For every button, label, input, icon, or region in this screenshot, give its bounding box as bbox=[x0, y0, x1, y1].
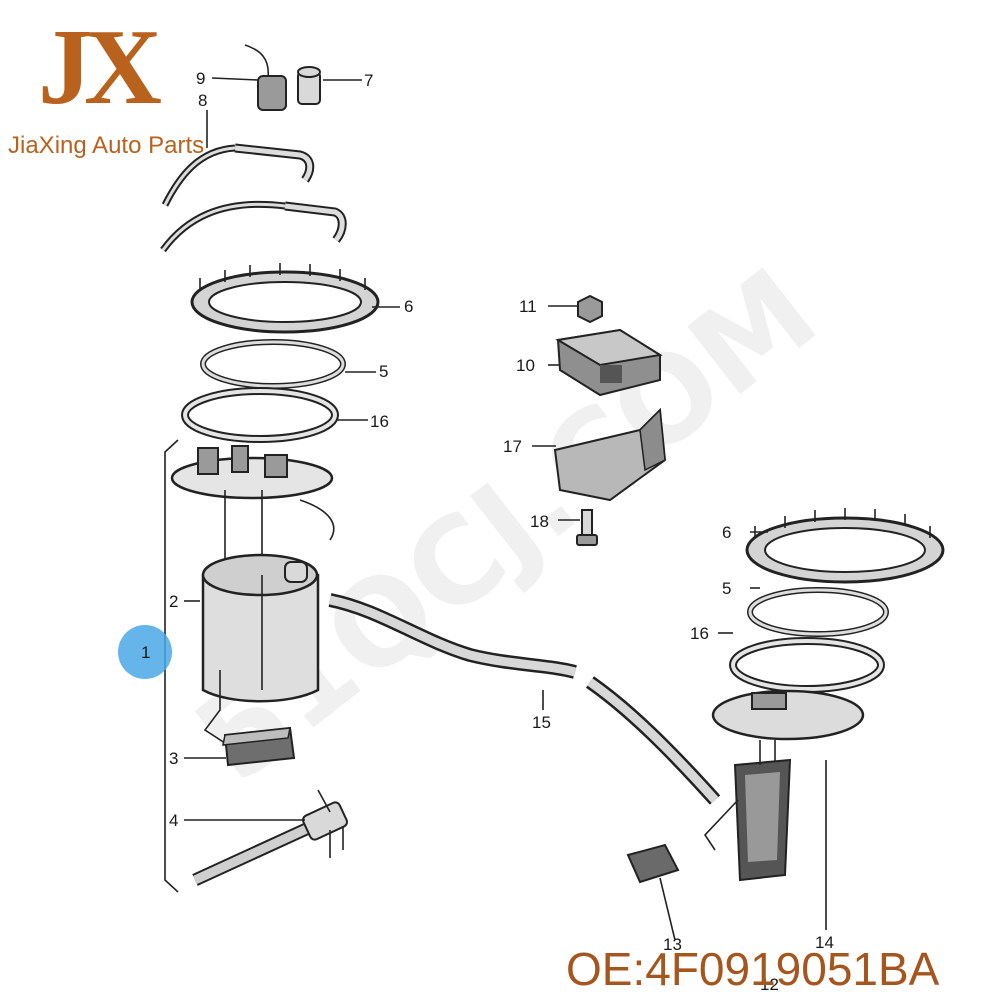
callout-1: 1 bbox=[141, 643, 150, 662]
fuel-hose-15 bbox=[328, 593, 721, 805]
nut-11 bbox=[577, 294, 603, 324]
brand-logo: JX bbox=[38, 8, 162, 127]
callout-17: 17 bbox=[503, 437, 522, 456]
lock-ring-6-right bbox=[745, 508, 945, 584]
bracket-17 bbox=[553, 407, 667, 502]
callout-5-right: 5 bbox=[722, 579, 731, 598]
callout-4: 4 bbox=[169, 811, 178, 830]
seal-5-left bbox=[200, 339, 346, 389]
seal-16-left bbox=[181, 387, 339, 443]
callout-2: 2 bbox=[169, 592, 178, 611]
valve-4 bbox=[192, 789, 348, 886]
fuel-line-8 bbox=[160, 143, 347, 253]
lock-ring-6-left bbox=[190, 263, 380, 334]
callout-6-right: 6 bbox=[722, 523, 731, 542]
level-sender-3 bbox=[203, 670, 296, 767]
callout-14: 14 bbox=[815, 933, 834, 952]
callout-13: 13 bbox=[663, 935, 682, 954]
highlight-marker bbox=[118, 625, 172, 679]
callout-6-left: 6 bbox=[404, 297, 413, 316]
float-13 bbox=[626, 843, 680, 884]
seal-5-right bbox=[747, 587, 889, 637]
cap-7 bbox=[297, 66, 321, 105]
sender-unit-14 bbox=[703, 689, 865, 882]
callout-18: 18 bbox=[530, 512, 549, 531]
callout-10: 10 bbox=[516, 356, 535, 375]
control-unit-10 bbox=[555, 328, 663, 397]
callout-16-left: 16 bbox=[370, 412, 389, 431]
callout-9: 9 bbox=[196, 69, 205, 88]
oe-part-number: OE:4F0919051BA bbox=[566, 943, 940, 995]
callout-8: 8 bbox=[198, 91, 207, 110]
callout-7: 7 bbox=[364, 71, 373, 90]
fuel-pump-module-2 bbox=[170, 445, 335, 703]
callout-5-left: 5 bbox=[379, 362, 388, 381]
seal-16-right bbox=[729, 637, 885, 693]
brand-name: JiaXing Auto Parts bbox=[8, 132, 205, 159]
bolt-18 bbox=[576, 509, 598, 546]
leader-lines bbox=[184, 77, 827, 941]
callout-15: 15 bbox=[532, 713, 551, 732]
callout-16-right: 16 bbox=[690, 624, 709, 643]
callout-12: 12 bbox=[760, 975, 779, 994]
connector-9 bbox=[244, 44, 287, 111]
callout-11: 11 bbox=[519, 297, 537, 316]
callout-3: 3 bbox=[169, 749, 178, 768]
